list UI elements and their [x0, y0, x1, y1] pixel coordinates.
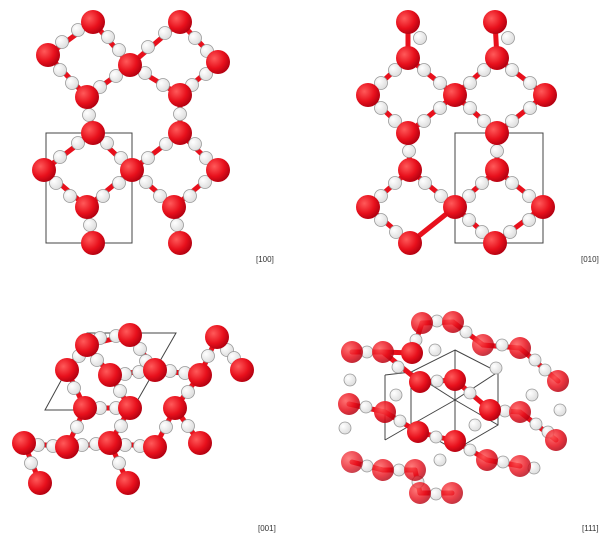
- view-label-010: [010]: [581, 255, 599, 264]
- view-label-111: [111]: [582, 524, 599, 533]
- hydrogen-atoms: [49, 23, 214, 232]
- panel-111: [111]: [338, 311, 599, 533]
- oxygen-atoms: [12, 323, 254, 495]
- hydrogen-atoms: [338, 314, 567, 501]
- panel-001: [001]: [12, 323, 276, 533]
- oxygen-atoms: [356, 10, 557, 255]
- panel-100: [100]: [32, 10, 274, 264]
- view-label-001: [001]: [258, 524, 276, 533]
- view-label-100: [100]: [256, 255, 274, 264]
- panel-010: [010]: [356, 10, 599, 264]
- hydrogen-atoms: [374, 31, 537, 239]
- oxygen-atoms: [338, 311, 569, 504]
- oxygen-atoms: [32, 10, 230, 255]
